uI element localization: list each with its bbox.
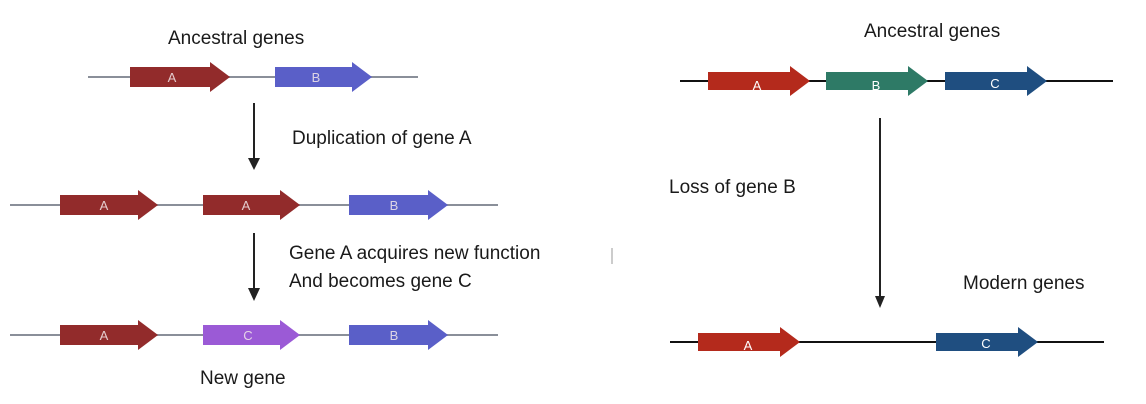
gene-label-a: A [100, 198, 109, 213]
gene-duplication-diagram: A B A A B A C B [10, 62, 613, 350]
ancestral-genes-label: Ancestral genes [864, 21, 1001, 42]
gene-arrow-a-copy [203, 190, 300, 220]
duplication-label: Duplication of gene A [292, 128, 472, 149]
gene-arrow-a [698, 327, 800, 357]
gene-arrow-b [349, 320, 448, 350]
gene-label-b: B [390, 198, 399, 213]
new-gene-label: New gene [200, 368, 286, 389]
becomes-gene-c-label: And becomes gene C [289, 271, 472, 292]
gene-arrow-c [945, 66, 1047, 96]
ancestral-genes-label: Ancestral genes [168, 28, 305, 49]
gene-arrow-a [60, 320, 158, 350]
gene-label-c: C [990, 76, 999, 91]
gene-label-b: B [312, 70, 321, 85]
gene-arrow-a [60, 190, 158, 220]
gene-arrow-a [708, 66, 810, 96]
new-function-label: Gene A acquires new function [289, 243, 541, 264]
arrowhead-down-icon [875, 296, 885, 308]
gene-arrow-c [203, 320, 300, 350]
gene-label-a: A [100, 328, 109, 343]
gene-label-a: A [753, 78, 762, 93]
gene-arrow-c [936, 327, 1038, 357]
gene-loss-diagram: A B C A C [670, 66, 1113, 357]
gene-label-c: C [243, 328, 252, 343]
loss-of-gene-b-label: Loss of gene B [669, 177, 796, 198]
gene-label-b: B [872, 78, 881, 93]
gene-arrow-a [130, 62, 230, 92]
gene-label-c: C [981, 336, 990, 351]
gene-arrow-b [275, 62, 372, 92]
gene-label-b: B [390, 328, 399, 343]
gene-label-a: A [744, 338, 753, 353]
arrowhead-down-icon [248, 288, 260, 301]
gene-arrow-b [826, 66, 928, 96]
gene-label-a: A [168, 70, 177, 85]
arrowhead-down-icon [248, 158, 260, 170]
gene-duplication-panel: A B A A B A C B Ancestral genes Duplicat… [10, 28, 613, 389]
gene-loss-panel: A B C A C Ancestral genes Loss of gene B… [620, 0, 1146, 404]
gene-label-a-copy: A [242, 198, 251, 213]
modern-genes-label: Modern genes [963, 273, 1085, 294]
gene-arrow-b [349, 190, 448, 220]
